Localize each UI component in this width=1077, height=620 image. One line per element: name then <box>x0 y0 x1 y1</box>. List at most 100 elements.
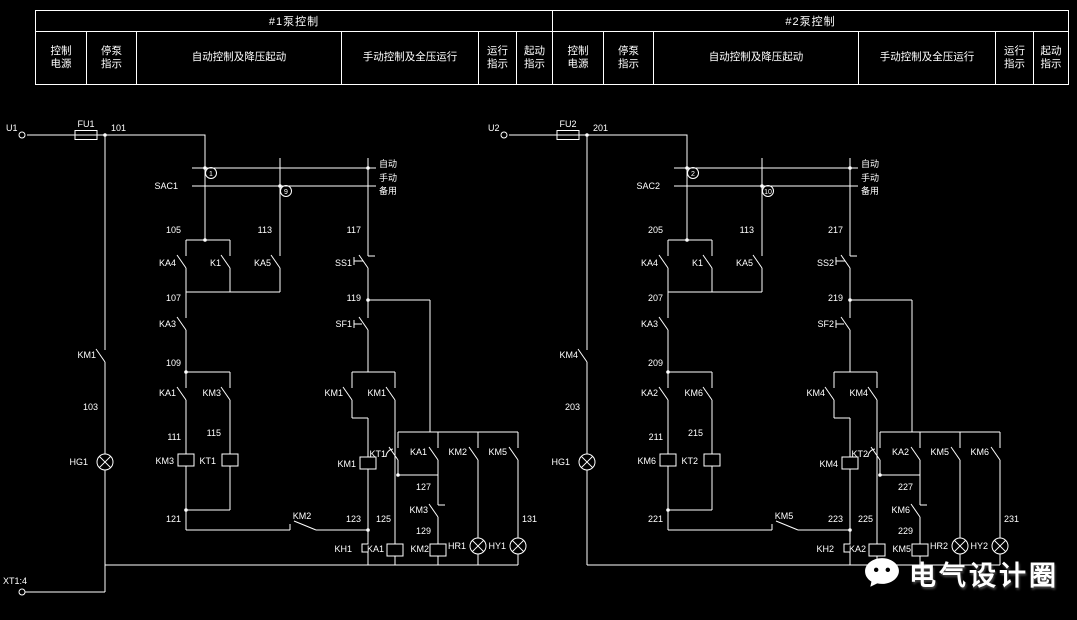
selector-position-ring <box>280 185 292 197</box>
label-contact-km1-a: KM1 <box>324 388 343 398</box>
start-button-symbol <box>353 307 369 339</box>
contact-km-bus <box>95 339 106 371</box>
selector-deck-dot <box>760 184 764 188</box>
label-node-101: 101 <box>111 123 126 133</box>
contact-km1-b <box>867 377 878 409</box>
label-lamp-start: HY2 <box>970 541 988 551</box>
label-node-103: 103 <box>83 402 98 412</box>
label-node-117: 117 <box>347 225 361 235</box>
label-contact-ka1-b: KA1 <box>410 447 427 457</box>
start-button-symbol <box>835 307 851 339</box>
label-node-109: 109 <box>166 358 181 368</box>
watermark: 电气设计圈 <box>864 552 1059 594</box>
header-table: #1泵控制 控制 电源 停泵 指示 自动控制及降压起动 手动控制及全压运行 运行… <box>35 10 1069 85</box>
panel-title-pump2: #2泵控制 <box>553 11 1068 32</box>
contact-ka5 <box>270 245 281 277</box>
label-node-113: 113 <box>258 225 272 235</box>
selector-deck-dot <box>848 166 852 170</box>
label-contact-ka5: KA5 <box>254 258 271 268</box>
source-terminal <box>18 131 26 139</box>
label-mode-spare: 备用 <box>379 185 397 196</box>
label-node-125: 225 <box>858 514 873 524</box>
fuse-symbol <box>74 130 98 140</box>
label-node-109: 209 <box>648 358 663 368</box>
label-contact-ka1: KA1 <box>159 388 176 398</box>
selector-position-2: 9 <box>284 189 288 196</box>
label-node-115: 115 <box>207 428 221 438</box>
label-node-129: 129 <box>416 526 431 536</box>
junction-dot <box>666 370 670 374</box>
label-contact-km5: KM5 <box>488 447 507 457</box>
panel-cells-pump1: 控制 电源 停泵 指示 自动控制及降压起动 手动控制及全压运行 运行 指示 起动… <box>36 32 552 84</box>
label-mode-manual: 手动 <box>861 172 879 183</box>
contact-km1-a <box>824 377 835 409</box>
label-node-131: 231 <box>1004 514 1019 524</box>
contact-ka1-b <box>910 437 921 469</box>
cell-control-power: 控制 电源 <box>50 44 72 70</box>
selector-position-2: 10 <box>764 189 772 196</box>
coil-ka1 <box>386 534 404 566</box>
junction-dot <box>184 370 188 374</box>
label-mode-manual: 手动 <box>379 172 397 183</box>
label-lamp-run: HR2 <box>930 541 948 551</box>
label-node-119: 219 <box>828 293 843 303</box>
label-node-105: 105 <box>166 225 181 235</box>
coil-km2 <box>429 534 447 566</box>
timer-contact-symbol <box>385 437 399 469</box>
label-contact-k1: K1 <box>210 258 221 268</box>
label-selector: SAC2 <box>636 181 660 191</box>
circuit-2: U2 FU2 201 SAC2 2 10 自动 手动 备用 205 113 21… <box>488 119 1019 566</box>
label-contact-km3-b: KM6 <box>891 505 910 515</box>
lamp-stop-symbol <box>96 453 114 471</box>
coil-km3 <box>659 444 677 476</box>
label-lamp-run: HR1 <box>448 541 466 551</box>
cell-run-indication: 运行 指示 <box>995 32 1033 84</box>
label-node-123: 123 <box>346 514 361 524</box>
contact-ka3 <box>176 307 187 339</box>
cell-auto-control: 自动控制及降压起动 <box>653 32 858 84</box>
label-contact-ka1: KA2 <box>641 388 658 398</box>
label-contact-km3: KM6 <box>684 388 703 398</box>
cell-stop-indication: 停泵 指示 <box>86 32 136 84</box>
label-lamp-stop: HG1 <box>69 457 88 467</box>
label-mode-auto: 自动 <box>379 158 397 169</box>
label-start-button: SF2 <box>817 319 834 329</box>
contact-km1-a <box>342 377 353 409</box>
selector-deck-dot <box>685 166 689 170</box>
cell-stop-indication: 停泵 指示 <box>603 32 653 84</box>
coil-kt <box>703 444 721 476</box>
label-fuse: FU2 <box>559 119 576 129</box>
label-contact-km1-b: KM4 <box>849 388 868 398</box>
label-mode-auto: 自动 <box>861 158 879 169</box>
contact-km3 <box>220 377 231 409</box>
label-coil-km2: KM2 <box>410 544 429 554</box>
label-lamp-stop: HG1 <box>551 457 570 467</box>
label-bus-contact: KM4 <box>559 350 578 360</box>
label-selector: SAC1 <box>154 181 178 191</box>
lamp-start-symbol <box>509 537 527 555</box>
coil-kt <box>221 444 239 476</box>
contact-ka1 <box>176 377 187 409</box>
contact-km2 <box>468 437 479 469</box>
fuse-symbol <box>556 130 580 140</box>
label-interlock: KM5 <box>775 511 794 521</box>
label-bus-contact: KM1 <box>77 350 96 360</box>
label-source: U1 <box>6 123 18 133</box>
wiring <box>509 134 1001 566</box>
junction-dot <box>184 508 188 512</box>
contact-ka1-b <box>428 437 439 469</box>
junction-dot <box>848 298 852 302</box>
label-node-125: 125 <box>376 514 391 524</box>
label-node-103: 203 <box>565 402 580 412</box>
label-contact-ka1-b: KA2 <box>892 447 909 457</box>
cell-control-power: 控制 电源 <box>567 44 589 70</box>
wechat-icon <box>865 558 899 587</box>
label-node-129: 229 <box>898 526 913 536</box>
junction-dot <box>685 238 689 242</box>
panel-title-pump1: #1泵控制 <box>36 11 552 32</box>
label-node-131: 131 <box>522 514 537 524</box>
label-coil-km3: KM6 <box>637 456 656 466</box>
selector-position-ring <box>762 185 774 197</box>
contact-km5 <box>990 437 1001 469</box>
label-contact-km5: KM6 <box>970 447 989 457</box>
